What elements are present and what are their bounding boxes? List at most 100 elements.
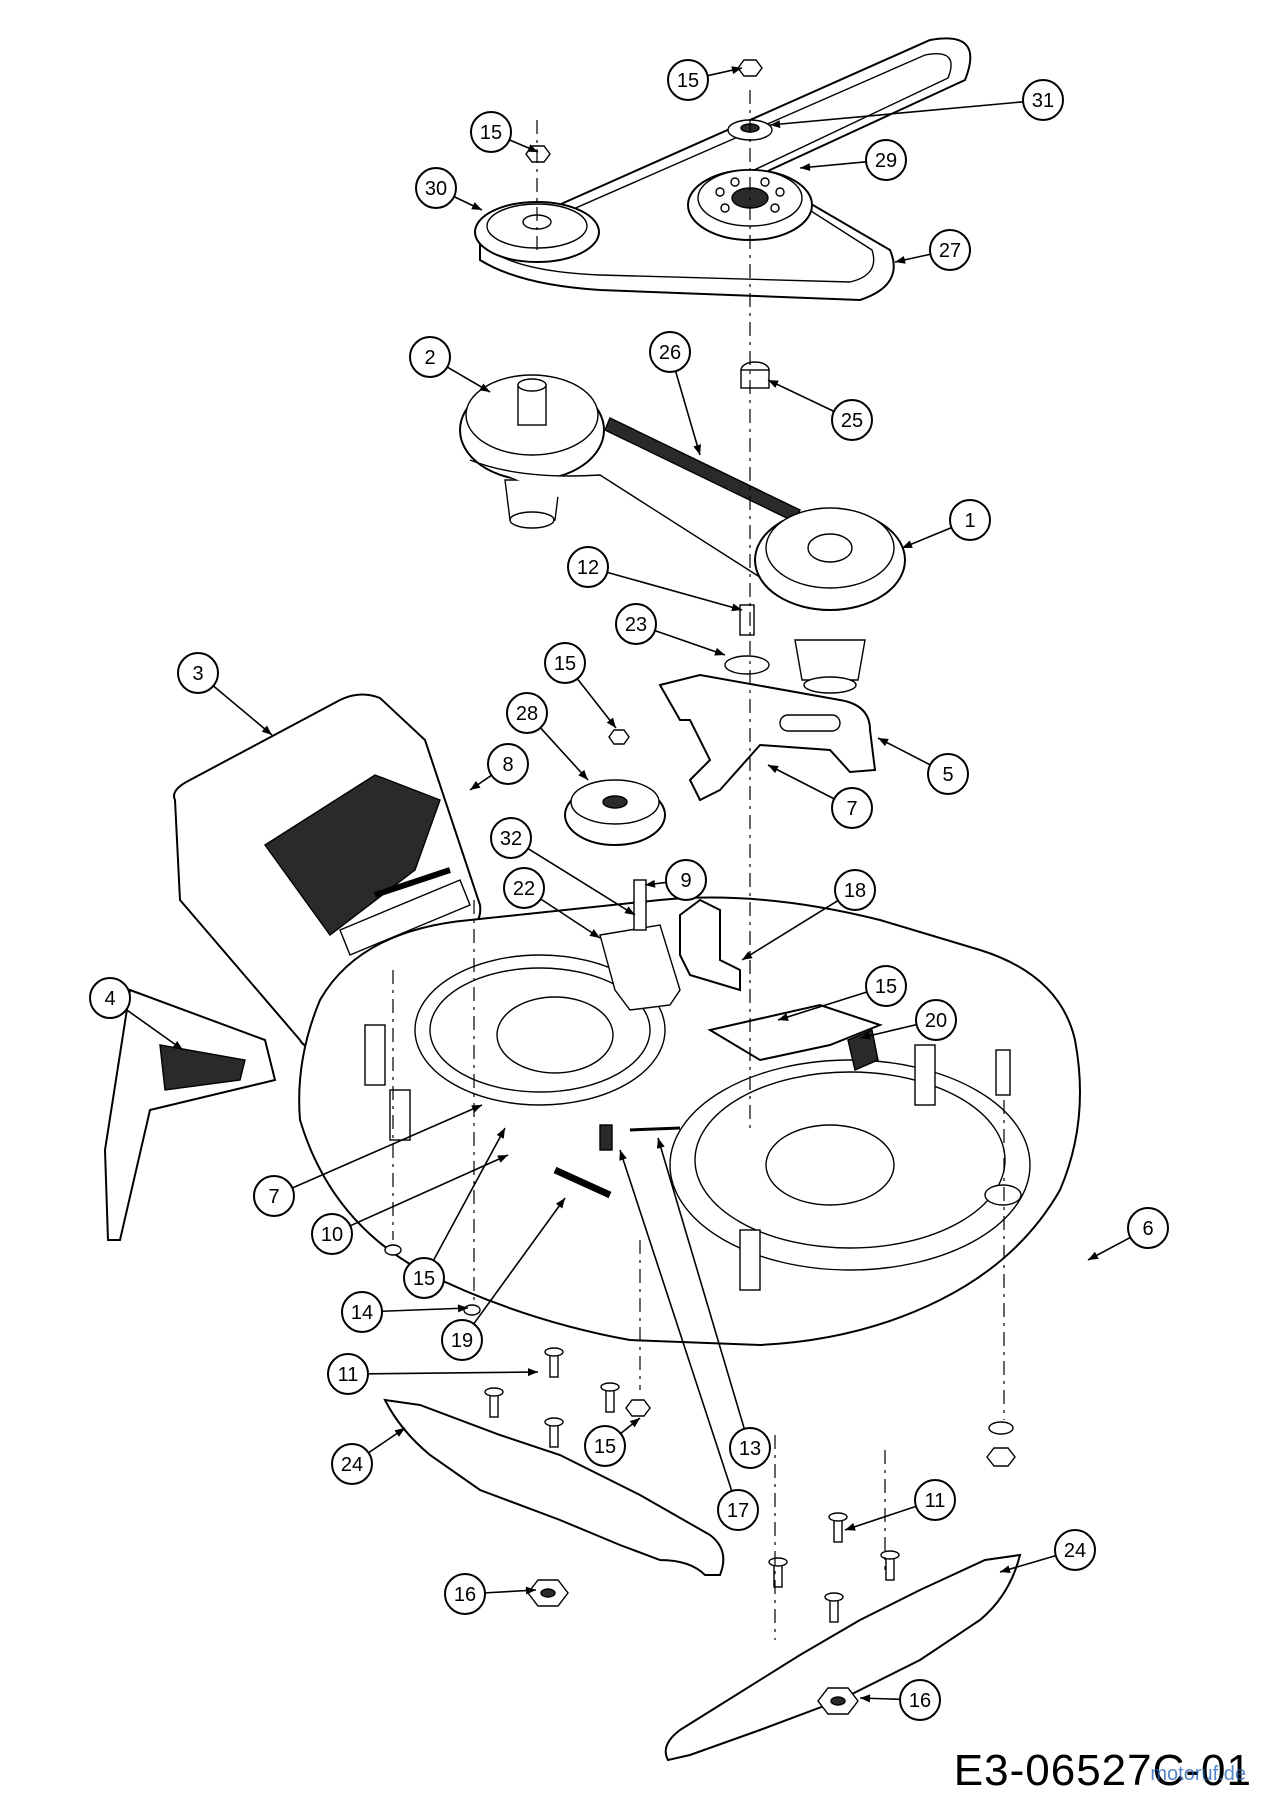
callout-circle <box>949 499 991 541</box>
callout-circle <box>831 399 873 441</box>
callout-circle <box>409 336 451 378</box>
callout-arrowhead <box>895 255 906 264</box>
callout-arrowhead <box>606 717 616 728</box>
callout-arrowhead <box>731 603 742 612</box>
callout-number: 32 <box>500 828 522 850</box>
callout-arrowhead <box>527 144 538 152</box>
spindle-assembly-2 <box>459 374 605 529</box>
callout-number: 18 <box>844 880 866 902</box>
callout-arrowhead <box>479 383 490 392</box>
callout-number: 15 <box>594 1436 616 1458</box>
callout-circle <box>253 1175 295 1217</box>
callout-16: 16 <box>444 1573 537 1615</box>
callout-arrowhead <box>470 781 481 790</box>
callout-arrowhead <box>770 120 781 129</box>
spring-8 <box>374 867 451 898</box>
washer-23 <box>724 655 770 675</box>
callout-circle <box>1127 1207 1169 1249</box>
spring-19 <box>553 1166 612 1199</box>
callout-29: 29 <box>799 139 907 181</box>
callout-circle <box>567 546 609 588</box>
callout-number: 20 <box>925 1010 947 1032</box>
callout-circle <box>865 139 907 181</box>
callout-number: 15 <box>554 653 576 675</box>
callout-arrowhead <box>578 769 588 780</box>
callout-circle <box>584 1425 626 1467</box>
callout-leader-line <box>212 685 273 736</box>
washer-14-b <box>463 1304 481 1316</box>
callout-number: 7 <box>846 798 857 820</box>
washer-14 <box>384 1244 402 1256</box>
callout-leader-line <box>674 370 701 456</box>
callout-leader-line <box>767 764 835 800</box>
callout-leader-line <box>619 1149 733 1492</box>
callout-leader-line <box>539 727 589 781</box>
callout-number: 16 <box>909 1690 931 1712</box>
callout-arrowhead <box>471 1105 482 1113</box>
callout-arrowhead <box>860 1694 871 1703</box>
callout-leader-line <box>607 571 743 611</box>
watermark-logo: motoruf.de <box>1150 1763 1246 1785</box>
callout-circle <box>729 1427 771 1469</box>
hex-nut-15-bottom <box>625 1399 651 1417</box>
callout-arrowhead <box>1000 1565 1011 1574</box>
callout-arrowhead <box>778 1013 789 1021</box>
callout-arrowhead <box>731 66 742 75</box>
callout-number: 24 <box>1064 1540 1086 1562</box>
callout-circle <box>717 1489 759 1531</box>
callout-arrowhead <box>693 444 702 455</box>
callout-leader-line <box>125 1008 184 1051</box>
bracket-18 <box>679 898 741 992</box>
mower-blade-24-right <box>664 1553 1022 1762</box>
callout-circle <box>834 869 876 911</box>
callout-31: 31 <box>769 79 1064 129</box>
callout-leader-line <box>381 1307 469 1313</box>
callout-arrowhead <box>860 1031 871 1040</box>
callout-arrowhead <box>645 879 656 888</box>
mulch-deflector-4 <box>103 988 277 1241</box>
callout-circle <box>1054 1529 1096 1571</box>
callout-number: 16 <box>454 1584 476 1606</box>
callout-leader-line <box>741 899 839 961</box>
callout-13: 13 <box>657 1137 771 1469</box>
callout-number: 9 <box>680 870 691 892</box>
callout-arrowhead <box>768 765 779 774</box>
callout-circle <box>649 331 691 373</box>
callout-circle <box>89 977 131 1019</box>
callout-leader-line <box>367 1371 539 1375</box>
callout-number: 19 <box>451 1330 473 1352</box>
callout-circle <box>831 787 873 829</box>
callout-arrowhead <box>902 540 913 548</box>
callout-12: 12 <box>567 546 743 612</box>
callout-circle <box>914 1479 956 1521</box>
callout-6: 6 <box>1087 1207 1169 1261</box>
callout-9: 9 <box>644 859 707 901</box>
callout-15: 15 <box>544 642 617 729</box>
callout-leader-line <box>432 1127 506 1261</box>
callout-number: 28 <box>516 703 538 725</box>
hex-nut-deck-right <box>986 1447 1016 1467</box>
callout-number: 14 <box>351 1302 373 1324</box>
callout-28: 28 <box>506 692 589 781</box>
callout-15: 15 <box>667 59 743 101</box>
idler-arm-5 <box>658 673 877 802</box>
stud-17 <box>599 1124 613 1151</box>
callout-arrowhead <box>845 1523 856 1531</box>
washer-deck-right <box>988 1421 1014 1435</box>
callout-circle <box>506 692 548 734</box>
callout-circle <box>865 965 907 1007</box>
callout-leader-line <box>576 678 617 729</box>
callout-16: 16 <box>859 1679 941 1721</box>
deflector-grip <box>159 1044 246 1091</box>
idler-arm-slot <box>779 714 841 732</box>
blade-nut-16-left <box>527 1579 569 1607</box>
spring-20 <box>847 1029 879 1071</box>
callout-leader-line <box>349 1154 509 1227</box>
callout-15: 15 <box>470 111 539 153</box>
callout-circle <box>441 1319 483 1361</box>
callout-arrowhead <box>457 1304 468 1313</box>
callout-number: 4 <box>104 988 115 1010</box>
callout-17: 17 <box>619 1149 759 1531</box>
callout-24: 24 <box>999 1529 1096 1574</box>
